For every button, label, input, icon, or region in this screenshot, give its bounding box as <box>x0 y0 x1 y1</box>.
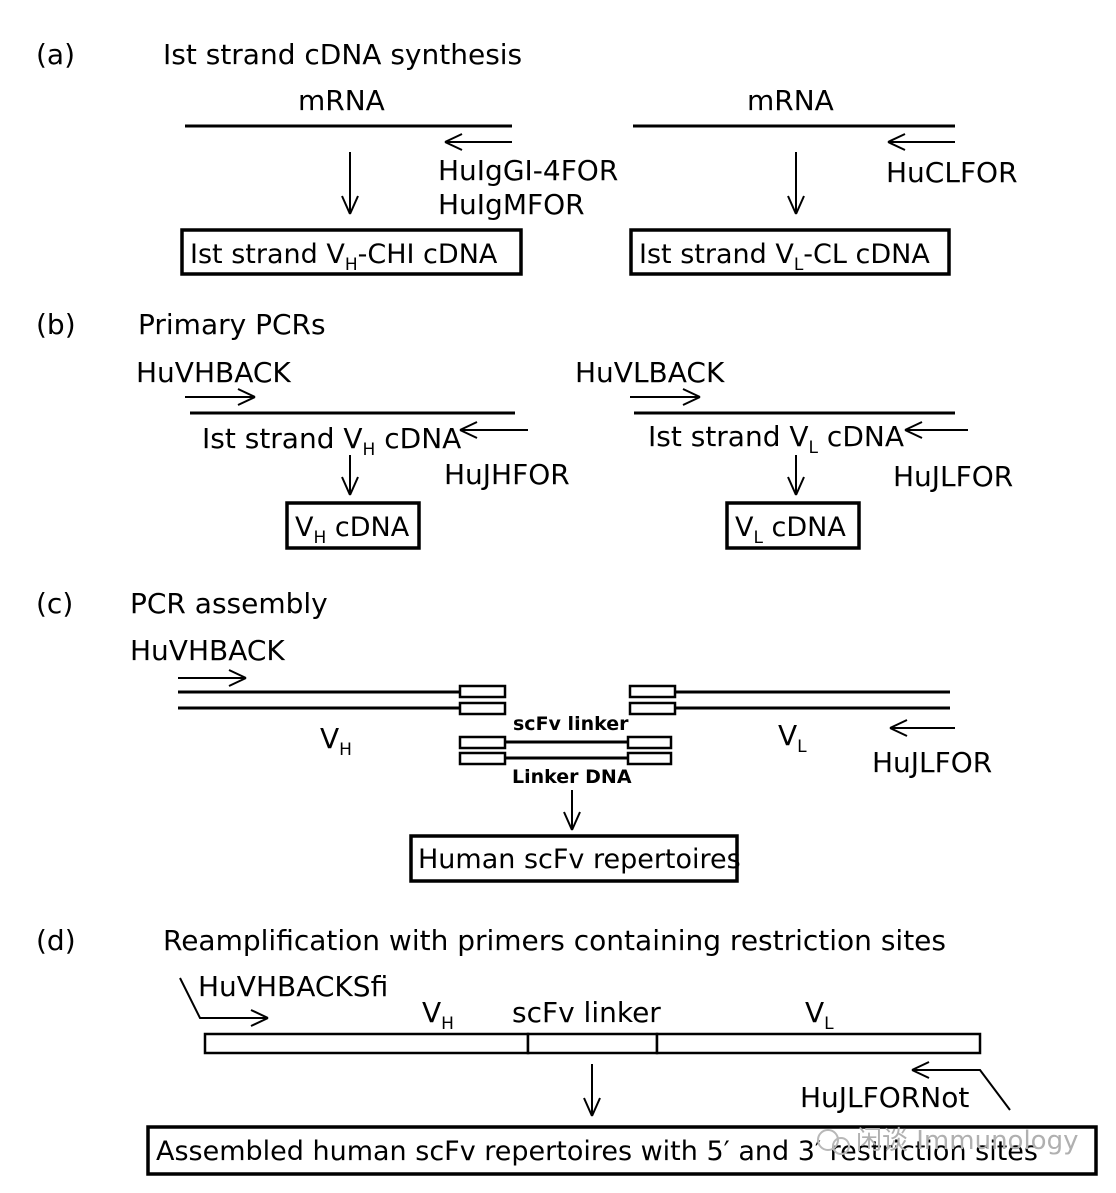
left-down-arrow-b <box>341 455 359 496</box>
left-back-primer-arrow <box>185 388 256 406</box>
right-down-arrow-b <box>787 455 805 496</box>
vh-label-d: VH <box>422 996 454 1034</box>
panel-c-label: (c) <box>36 587 73 620</box>
left-for-primer-arrow <box>444 133 512 151</box>
box-vh-cdna-text: VH cDNA <box>295 512 410 548</box>
down-arrow-d <box>583 1064 601 1117</box>
box-vh-chi-cdna-text: Ist strand VH-CHI cDNA <box>190 239 498 275</box>
for-primer-arrow-c <box>889 719 955 737</box>
left-down-arrow <box>341 152 359 215</box>
wechat-logo-icon <box>817 1129 839 1151</box>
panel-a: (a) Ist strand cDNA synthesis mRNA HuIgG… <box>36 38 1018 276</box>
box-vl-cdna <box>725 501 861 550</box>
vh-label-c: VH <box>320 722 352 760</box>
panel-d-title: Reamplification with primers containing … <box>163 924 946 957</box>
watermark: 闲谈 Immunology <box>817 1126 1078 1156</box>
vh-double-strand <box>178 684 507 716</box>
right-down-arrow <box>787 152 805 215</box>
box-vl-cl-cdna-text: Ist strand VL-CL cDNA <box>639 239 930 275</box>
left-strand-label: Ist strand VH cDNA <box>202 422 461 460</box>
primer-huigmfor: HuIgMFOR <box>438 188 585 221</box>
box-human-scfv-repertoires-text: Human scFv repertoires <box>418 844 741 875</box>
down-arrow-c <box>563 790 581 831</box>
panel-a-title: Ist strand cDNA synthesis <box>163 38 522 71</box>
panel-d-label: (d) <box>36 924 76 957</box>
scfv-linker-label-c: scFv linker <box>513 713 629 735</box>
right-mrna-label: mRNA <box>747 84 834 117</box>
box-assembled-scfv-repertoires-text: Assembled human scFv repertoires with 5′… <box>156 1136 1038 1167</box>
primer-hujlfor-c: HuJLFOR <box>872 746 992 779</box>
back-primer-arrow-d <box>179 977 269 1027</box>
vl-double-strand <box>628 684 950 716</box>
primer-huvhback-c: HuVHBACK <box>130 634 285 667</box>
panel-b-label: (b) <box>36 308 76 341</box>
right-strand-label: Ist strand VL cDNA <box>648 420 904 458</box>
box-assembled-scfv-repertoires <box>146 1125 1098 1176</box>
vl-label-c: VL <box>778 719 807 757</box>
for-primer-arrow-d <box>911 1061 1011 1111</box>
right-for-primer-arrow <box>887 133 955 151</box>
watermark-text: 闲谈 Immunology <box>856 1126 1078 1156</box>
linker-dna-strand <box>458 735 673 766</box>
primer-hujlfornot: HuJLFORNot <box>800 1081 969 1114</box>
scfv-linker-label-d: scFv linker <box>512 996 661 1029</box>
panel-c: (c) PCR assembly HuVHBACK VH <box>36 587 992 883</box>
panel-c-title: PCR assembly <box>130 587 328 620</box>
primer-huiggi-4for: HuIgGI-4FOR <box>438 154 618 187</box>
assembled-scfv-construct <box>203 1032 982 1055</box>
vl-label-d: VL <box>805 996 834 1034</box>
box-human-scfv-repertoires <box>409 834 739 883</box>
right-for-primer-arrow-b <box>904 421 968 439</box>
panel-b-title: Primary PCRs <box>138 308 326 341</box>
primer-huvlback: HuVLBACK <box>575 356 725 389</box>
primer-hujlfor-b: HuJLFOR <box>893 460 1013 493</box>
box-vl-cdna-text: VL cDNA <box>735 512 846 548</box>
back-primer-arrow-c <box>178 669 247 687</box>
primer-huclfor: HuCLFOR <box>886 156 1018 189</box>
primer-huvhbacksfi: HuVHBACKSfi <box>198 970 388 1003</box>
box-vl-cl-cdna <box>629 228 951 276</box>
left-for-primer-arrow-b <box>459 421 528 439</box>
primer-huvhback: HuVHBACK <box>136 356 291 389</box>
box-vh-chi-cdna <box>180 228 523 276</box>
panel-a-label: (a) <box>36 38 75 71</box>
linker-dna-label: Linker DNA <box>512 766 632 788</box>
panel-b: (b) Primary PCRs HuVHBACK Ist strand VH … <box>36 308 1013 550</box>
box-vh-cdna <box>285 501 421 550</box>
primer-hujhfor: HuJHFOR <box>444 458 570 491</box>
right-back-primer-arrow <box>630 388 701 406</box>
left-mrna-label: mRNA <box>298 84 385 117</box>
panel-d: (d) Reamplification with primers contain… <box>36 924 1098 1176</box>
